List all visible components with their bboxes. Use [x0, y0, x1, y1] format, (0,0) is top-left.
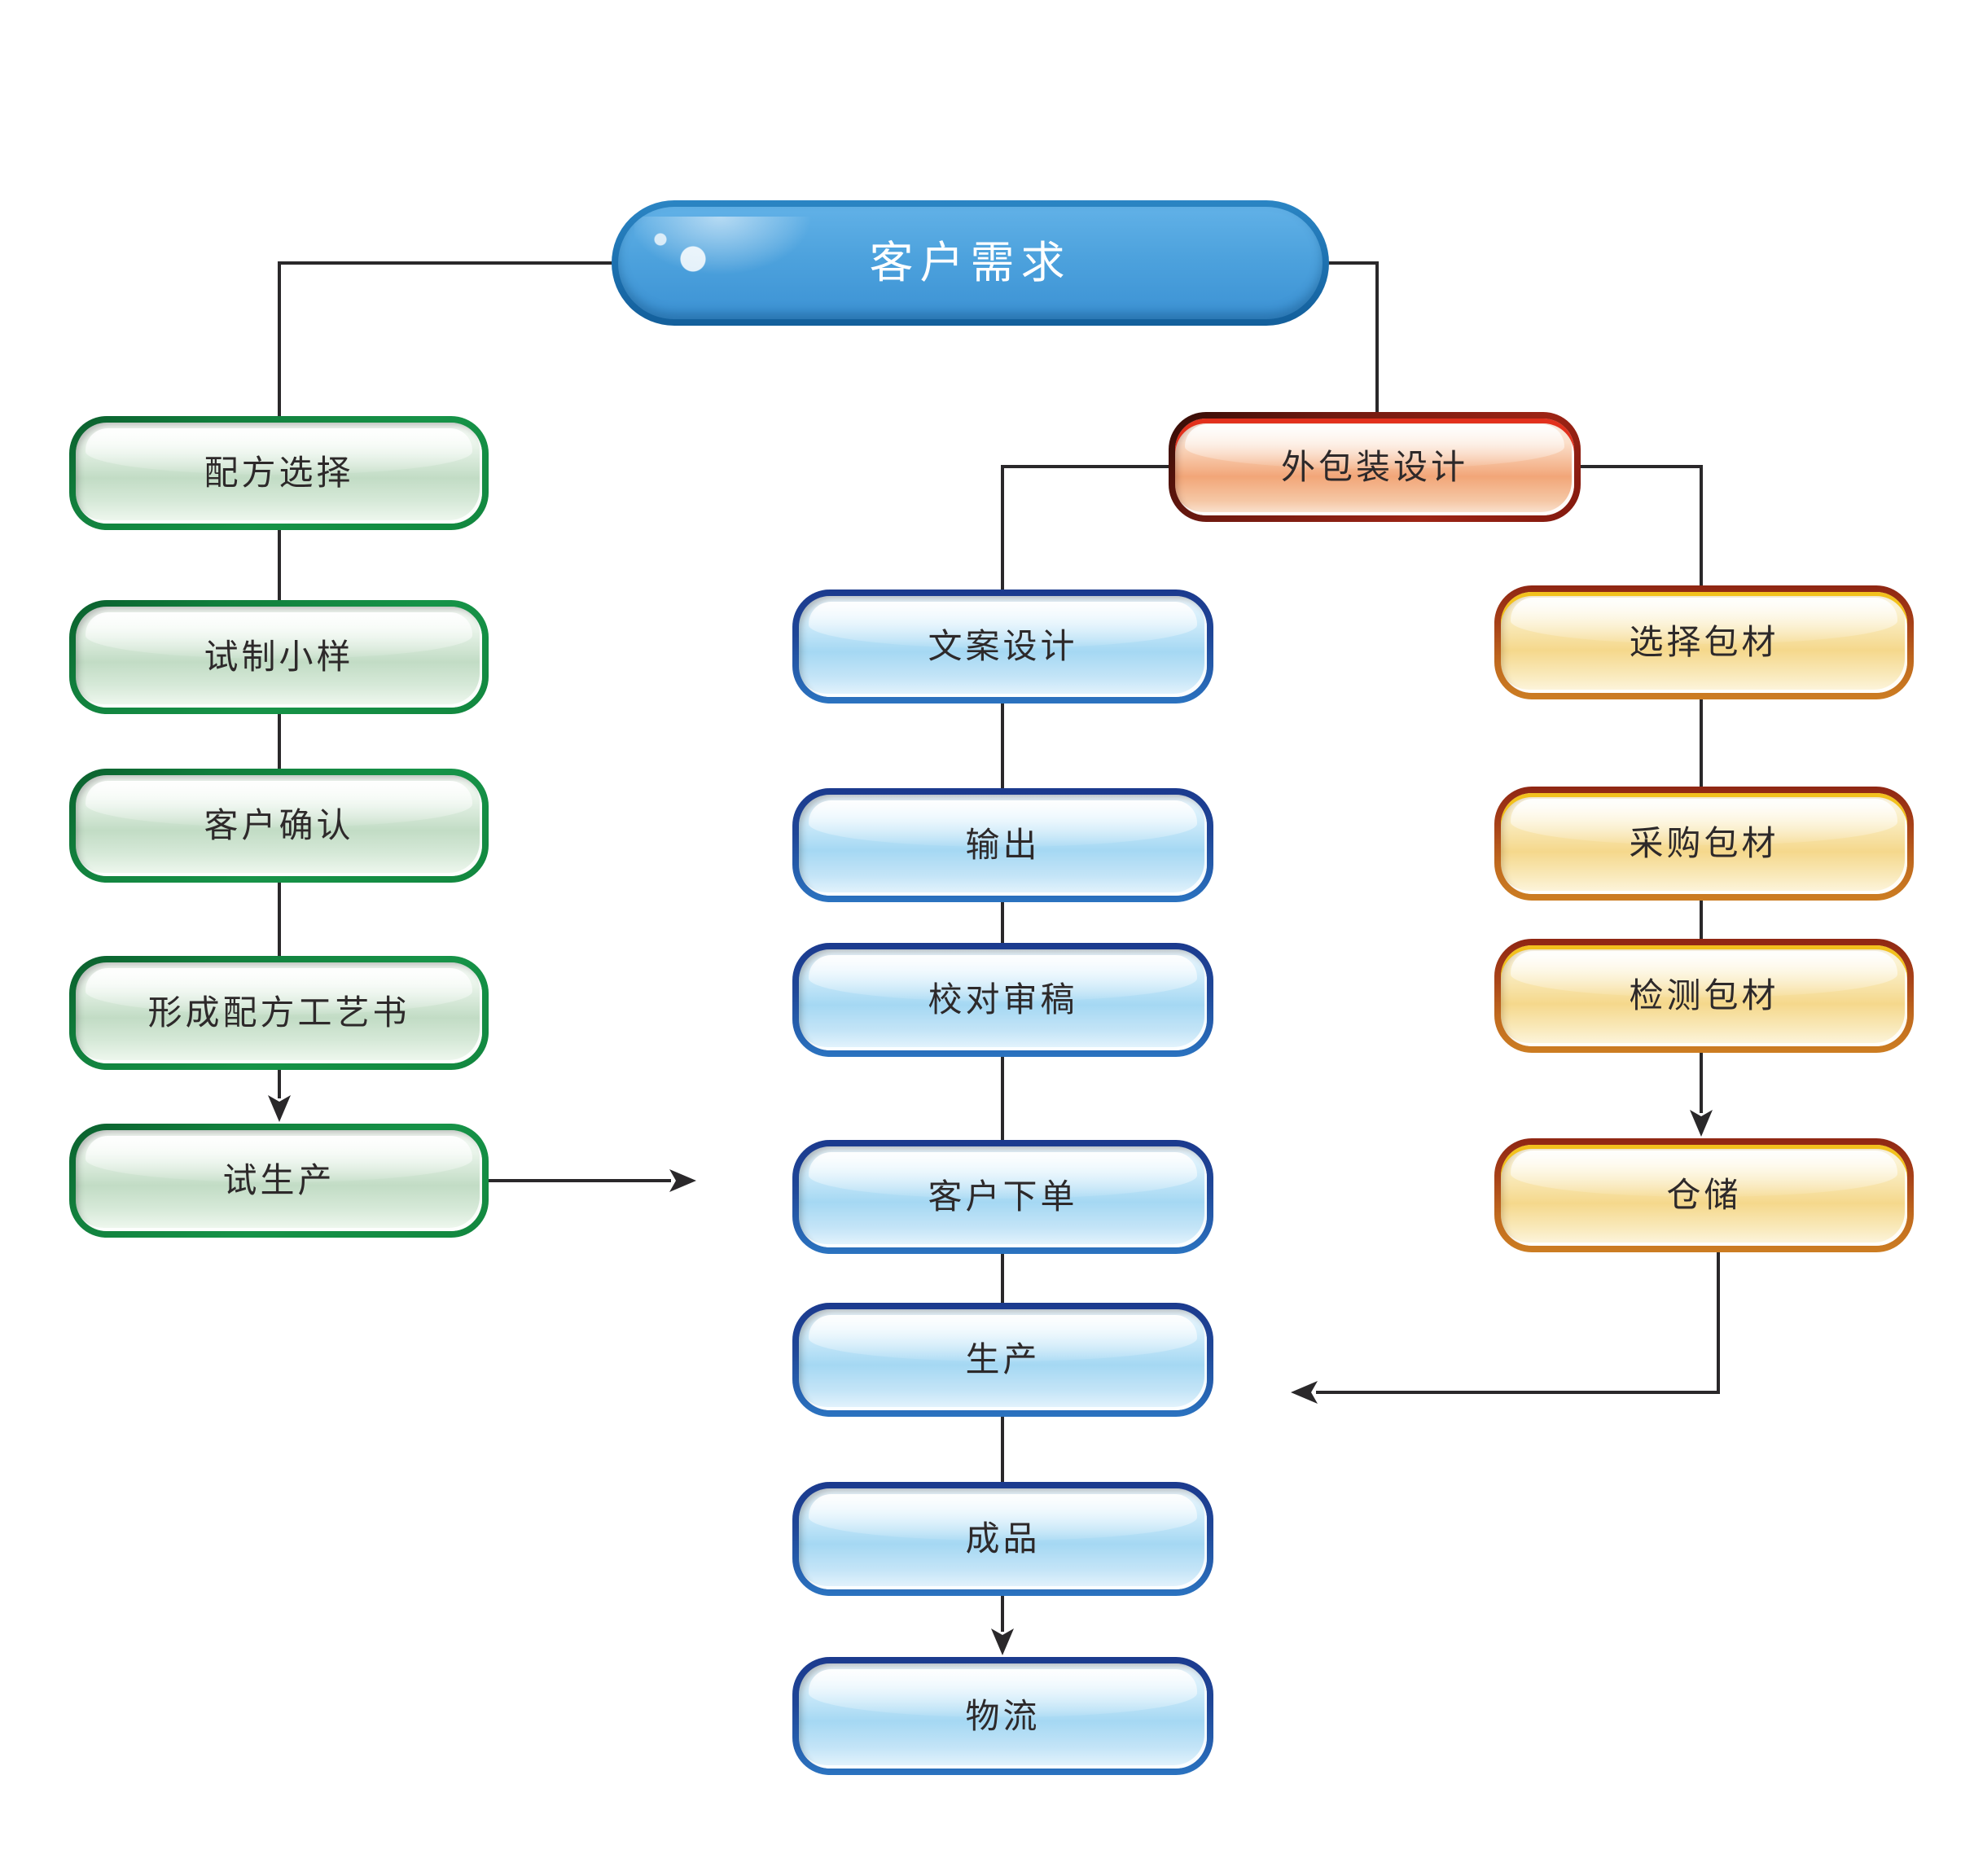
node-trial-sample: 试制小样	[69, 600, 489, 714]
node-output: 输出	[792, 788, 1213, 902]
arrowhead-trial-production-right	[669, 1169, 696, 1192]
node-surface: 检测包材	[1501, 945, 1907, 1046]
connector-root-to-formula	[278, 261, 619, 420]
node-formula-selection: 配方选择	[69, 416, 489, 530]
node-formula-process-book: 形成配方工艺书	[69, 956, 489, 1070]
node-proofreading: 校对审稿	[792, 943, 1213, 1057]
node-label: 客户下单	[928, 1177, 1078, 1216]
node-inspect-material: 检测包材	[1494, 939, 1914, 1053]
node-label: 客户需求	[869, 237, 1072, 288]
arrowhead-warehousing-left	[1291, 1381, 1318, 1404]
node-customer-demand: 客户需求	[612, 200, 1329, 326]
node-label: 形成配方工艺书	[147, 993, 410, 1032]
arrowhead-to-warehousing	[1690, 1110, 1713, 1137]
gloss-bubble-highlight	[634, 217, 822, 314]
connector-root-to-packaging	[1323, 261, 1379, 416]
node-label: 选择包材	[1629, 622, 1779, 662]
node-surface: 客户需求	[618, 207, 1323, 319]
arrowhead-to-trial-production	[268, 1095, 291, 1122]
node-surface: 外包装设计	[1175, 419, 1574, 515]
node-surface: 成品	[799, 1488, 1207, 1589]
node-packaging-design: 外包装设计	[1169, 412, 1581, 522]
node-surface: 选择包材	[1501, 592, 1907, 693]
node-logistics: 物流	[792, 1657, 1213, 1775]
node-label: 试制小样	[204, 637, 354, 677]
node-surface: 文案设计	[799, 596, 1207, 697]
node-surface: 试生产	[76, 1130, 482, 1231]
node-label: 试生产	[222, 1160, 336, 1200]
node-label: 仓储	[1666, 1175, 1742, 1215]
node-purchase-material: 采购包材	[1494, 787, 1914, 901]
connector-packaging-to-copy-design	[1001, 465, 1175, 594]
node-label: 文案设计	[928, 626, 1078, 666]
node-warehousing: 仓储	[1494, 1138, 1914, 1252]
arrowhead-to-logistics	[991, 1628, 1014, 1655]
node-surface: 物流	[799, 1663, 1207, 1769]
node-label: 物流	[965, 1695, 1041, 1736]
node-surface: 配方选择	[76, 423, 482, 524]
node-select-material: 选择包材	[1494, 585, 1914, 699]
node-label: 输出	[965, 825, 1041, 865]
node-surface: 生产	[799, 1309, 1207, 1410]
node-finished-product: 成品	[792, 1482, 1213, 1596]
node-surface: 校对审稿	[799, 949, 1207, 1050]
node-label: 外包装设计	[1280, 446, 1468, 487]
node-surface: 采购包材	[1501, 793, 1907, 894]
node-surface: 客户确认	[76, 775, 482, 876]
node-copy-design: 文案设计	[792, 590, 1213, 704]
node-label: 配方选择	[204, 453, 354, 493]
node-customer-order: 客户下单	[792, 1140, 1213, 1254]
node-customer-confirm: 客户确认	[69, 769, 489, 883]
node-label: 成品	[965, 1519, 1041, 1558]
node-surface: 试制小样	[76, 607, 482, 708]
node-production: 生产	[792, 1303, 1213, 1417]
node-label: 采购包材	[1629, 823, 1779, 863]
connector-warehousing-to-production	[1316, 1250, 1720, 1394]
node-label: 客户确认	[204, 805, 354, 845]
node-label: 生产	[965, 1339, 1041, 1379]
node-label: 校对审稿	[928, 980, 1078, 1019]
connector-packaging-to-select-material	[1574, 465, 1703, 590]
node-surface: 输出	[799, 795, 1207, 896]
node-surface: 形成配方工艺书	[76, 962, 482, 1063]
node-surface: 仓储	[1501, 1145, 1907, 1246]
node-surface: 客户下单	[799, 1146, 1207, 1247]
node-trial-production: 试生产	[69, 1124, 489, 1238]
node-label: 检测包材	[1629, 975, 1779, 1015]
